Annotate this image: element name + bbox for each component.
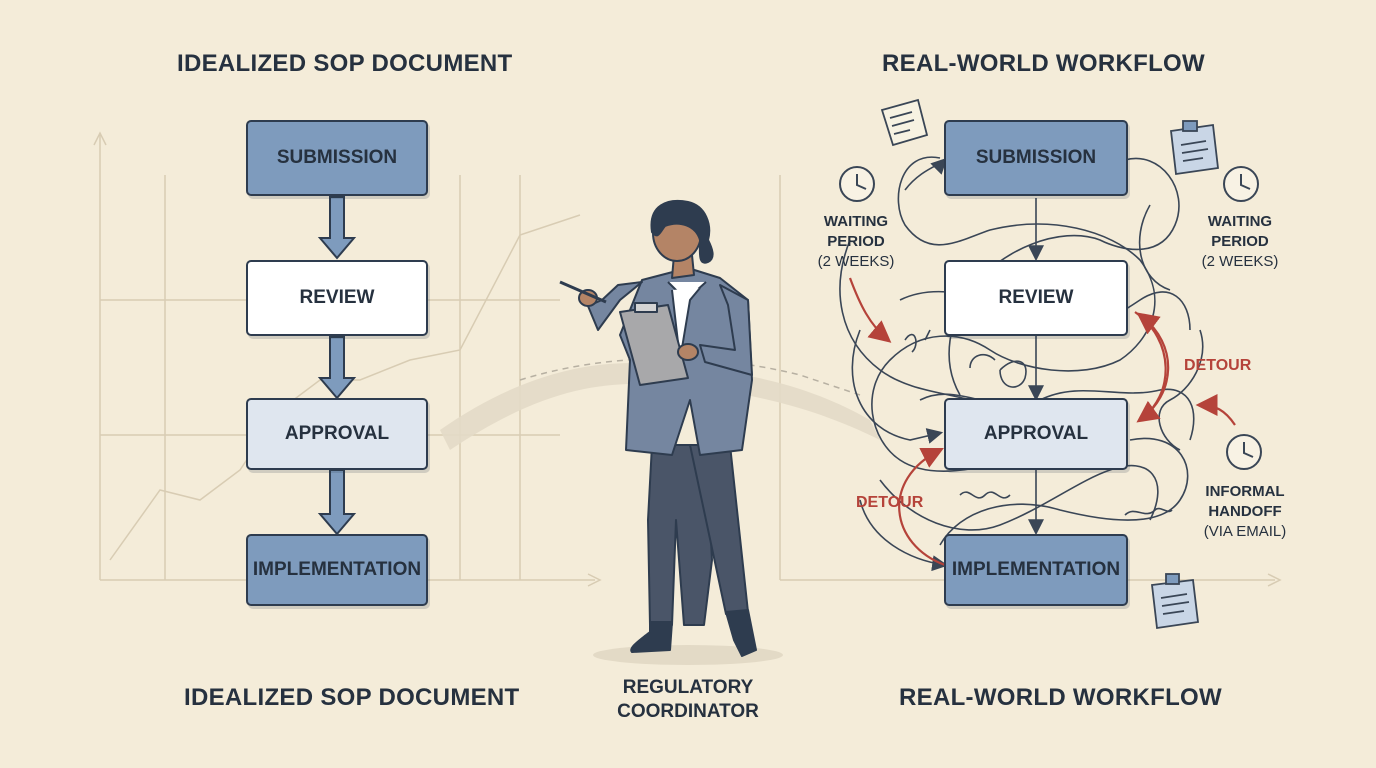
regulatory-coordinator-figure (559, 200, 783, 665)
clock-icon (1223, 166, 1259, 202)
sop-step-submission: SUBMISSION (246, 120, 428, 196)
sticky-note-icon (1170, 120, 1219, 176)
sop-step-implementation: IMPLEMENTATION (246, 534, 428, 606)
informal-handoff-note: INFORMAL HANDOFF (VIA EMAIL) (1203, 483, 1287, 540)
detour-label-left: DETOUR (856, 494, 924, 511)
pen-icon (559, 280, 607, 304)
connection-band (440, 363, 880, 450)
left-heading: IDEALIZED SOP DOCUMENT (177, 50, 513, 77)
clock-icon (1226, 434, 1262, 470)
waiting-period-note-left: WAITING PERIOD (2 WEEKS) (817, 213, 895, 270)
clock-icon (839, 166, 875, 202)
sop-step-review: REVIEW (246, 260, 428, 336)
right-footer: REAL-WORLD WORKFLOW (899, 684, 1222, 711)
detour-arrows (848, 277, 1236, 567)
sop-flow-arrows (317, 196, 357, 536)
workflow-step-implementation: IMPLEMENTATION (944, 534, 1128, 606)
waiting-period-note-right: WAITING PERIOD (2 WEEKS) (1201, 213, 1279, 270)
sticky-note-icon (1151, 573, 1199, 630)
sop-step-approval: APPROVAL (246, 398, 428, 470)
coordinator-caption: REGULATORY COORDINATOR (617, 677, 759, 722)
right-heading: REAL-WORLD WORKFLOW (882, 50, 1205, 77)
workflow-step-review: REVIEW (944, 260, 1128, 336)
detour-label-right: DETOUR (1184, 357, 1252, 374)
workflow-step-approval: APPROVAL (944, 398, 1128, 470)
workflow-step-submission: SUBMISSION (944, 120, 1128, 196)
left-footer: IDEALIZED SOP DOCUMENT (184, 684, 520, 711)
sticky-note-icon (880, 98, 929, 147)
